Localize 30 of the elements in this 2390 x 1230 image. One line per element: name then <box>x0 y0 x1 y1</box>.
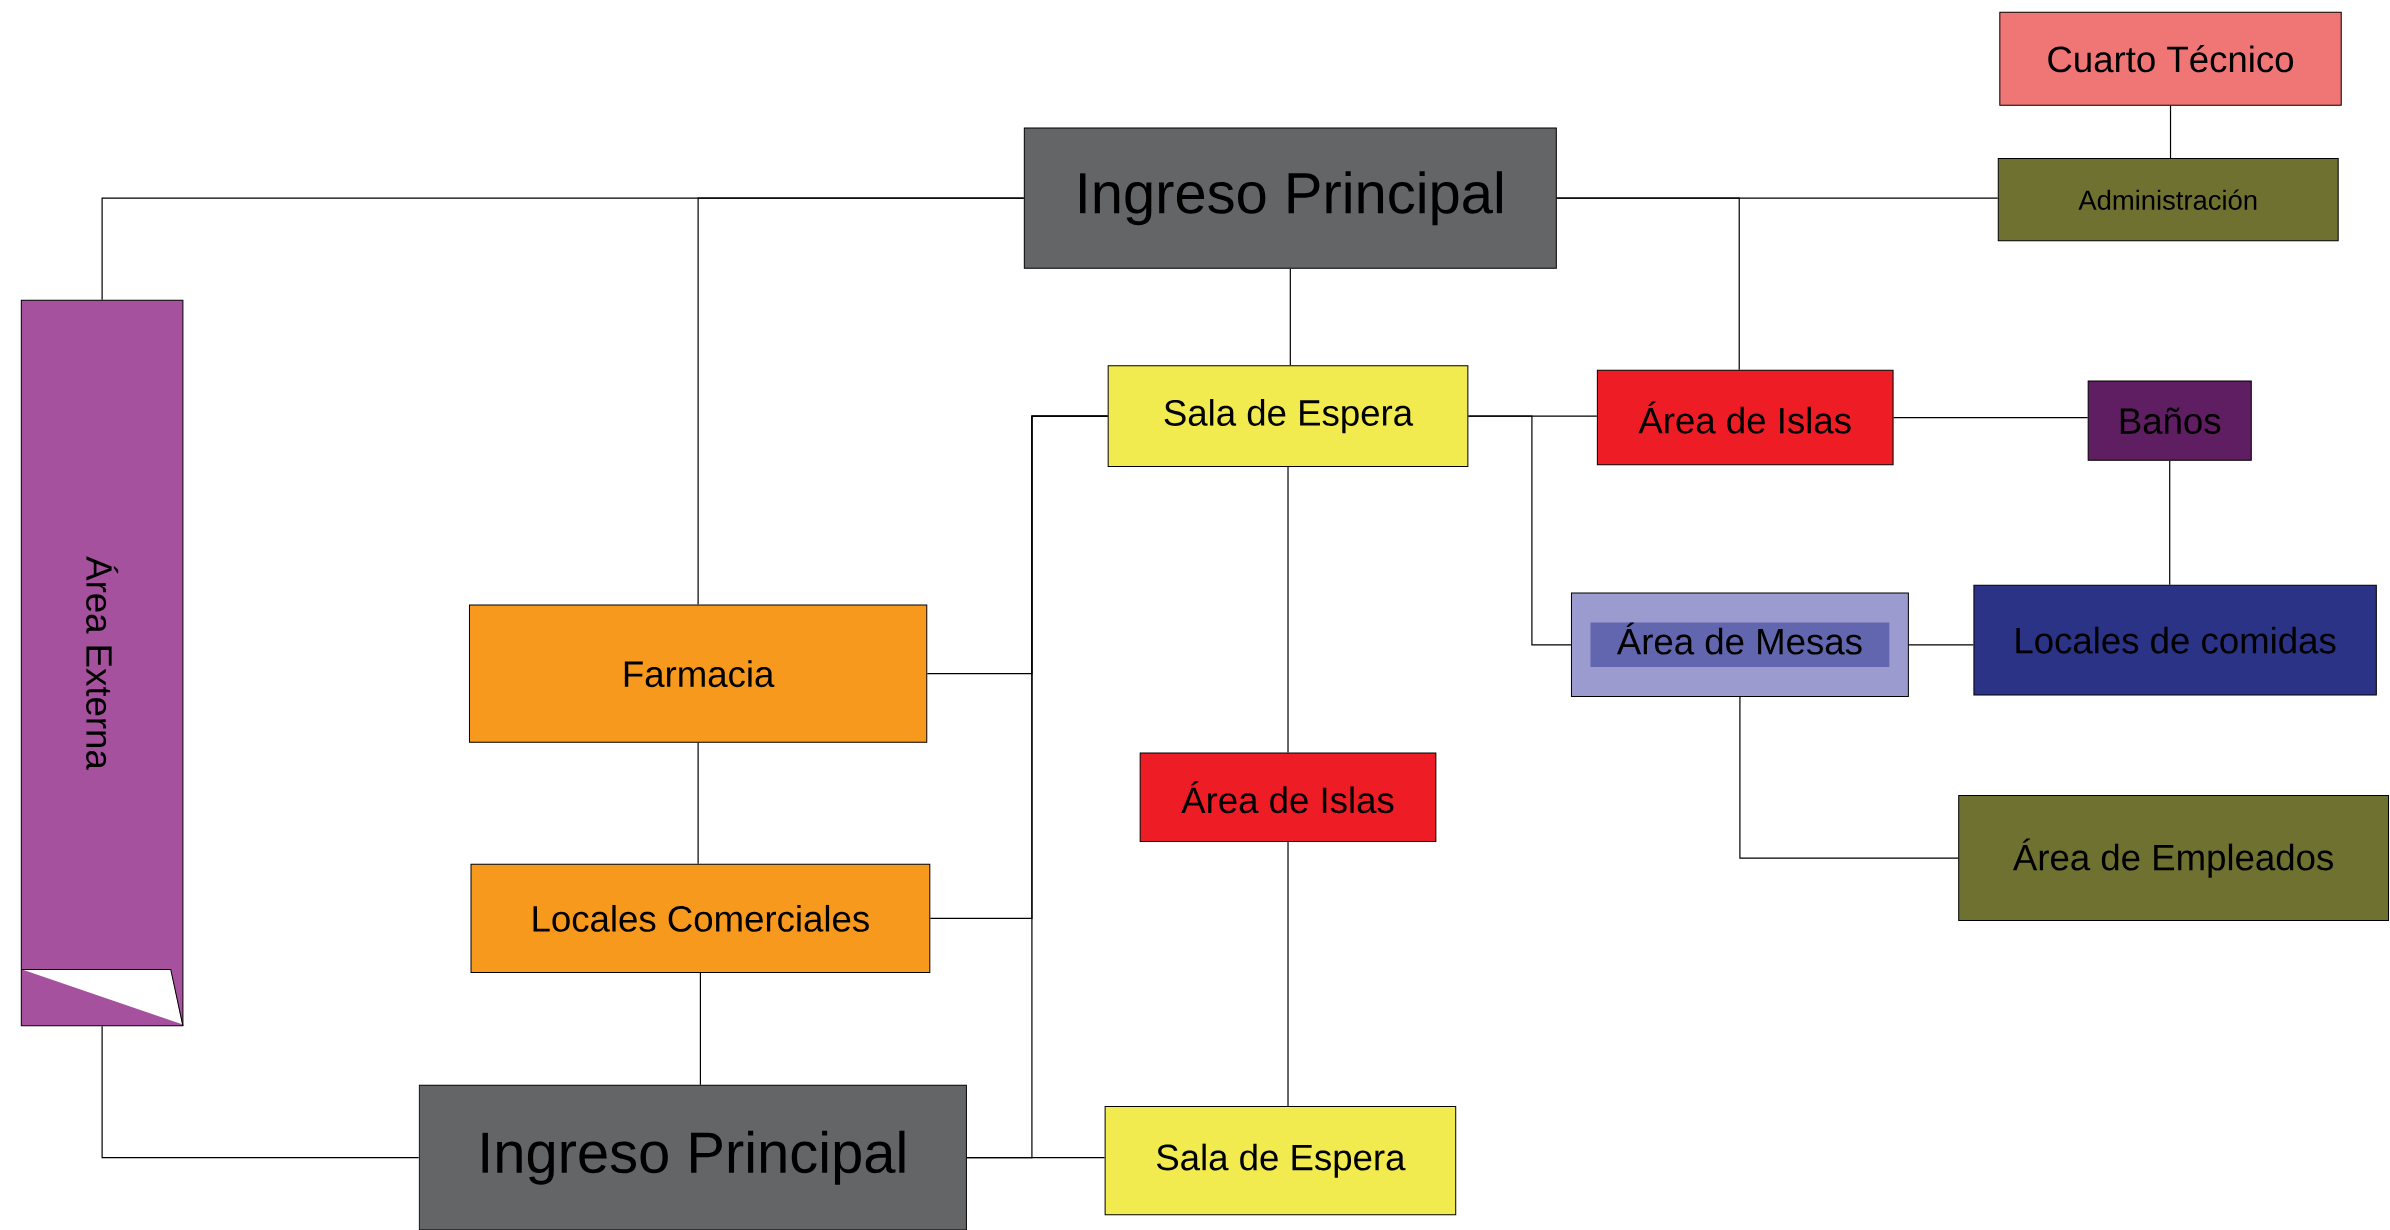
area-box: Área de Islas <box>1596 369 1894 466</box>
area-box: Sala de Espera <box>1104 1106 1457 1216</box>
connector-line <box>2169 460 2171 586</box>
area-box: Ingreso Principal <box>418 1084 967 1230</box>
area-box: Sala de Espera <box>1107 365 1469 467</box>
area-box: Área Externa <box>20 299 184 1027</box>
area-box: Área de Mesas <box>1570 592 1909 698</box>
connector-line <box>1289 268 1291 366</box>
area-box: Ingreso Principal <box>1023 127 1557 269</box>
area-box: Administración <box>1997 158 2339 242</box>
connector-line <box>1892 417 2089 419</box>
connector-line <box>699 972 701 1086</box>
connector-line <box>101 1025 420 1159</box>
area-box: Área de Empleados <box>1958 795 2389 922</box>
connector-line <box>1287 841 1289 1107</box>
area-box: Locales de comidas <box>1973 584 2377 696</box>
connector-line <box>1556 197 1740 371</box>
area-box: Área de Islas <box>1139 752 1437 842</box>
area-box: Baños <box>2087 380 2252 461</box>
area-box: Cuarto Técnico <box>1999 11 2342 106</box>
connector-line <box>966 415 1109 1159</box>
connector-line <box>1287 466 1289 754</box>
connector-line <box>1908 644 1974 646</box>
connector-line <box>1739 696 1959 859</box>
connector-line <box>1467 415 1572 646</box>
connector-line <box>697 742 699 865</box>
area-box: Farmacia <box>468 604 928 743</box>
area-box: Locales Comerciales <box>470 863 931 973</box>
connector-line <box>697 197 1025 606</box>
connector-line <box>2169 105 2172 159</box>
